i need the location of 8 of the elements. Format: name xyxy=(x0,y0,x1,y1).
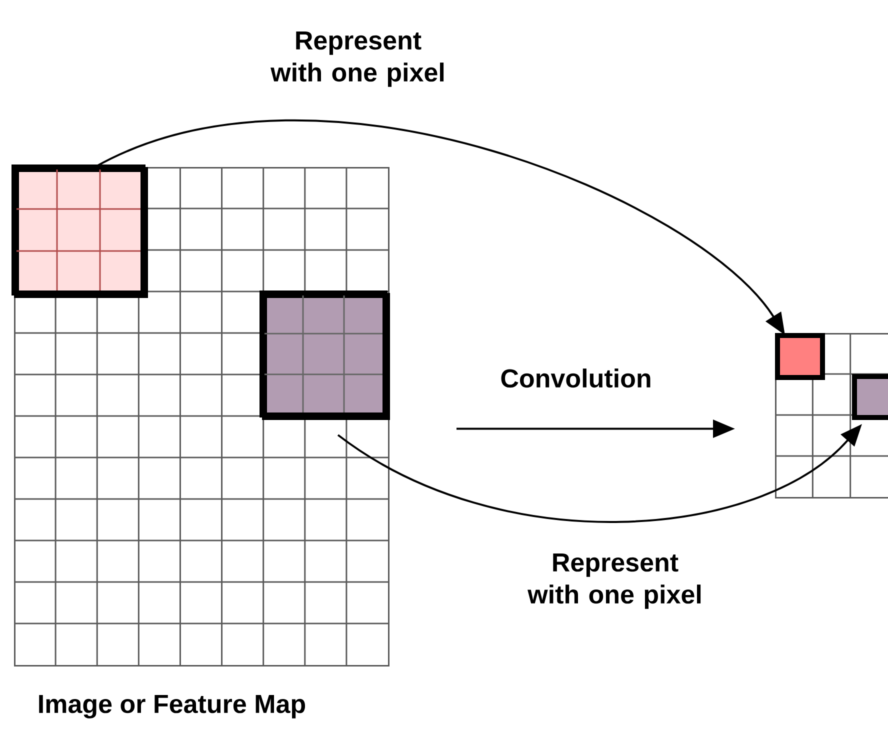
edge-label: Convolution xyxy=(501,368,650,388)
edge-label: Represent with one pixel xyxy=(270,32,444,87)
edge-label: Represent with one pixel xyxy=(528,554,701,609)
map-label: Image or Feature Map xyxy=(39,695,306,718)
pixel xyxy=(852,374,888,420)
pixel xyxy=(775,333,825,380)
pixel-patch xyxy=(12,164,148,298)
pixel-patch xyxy=(260,290,390,420)
